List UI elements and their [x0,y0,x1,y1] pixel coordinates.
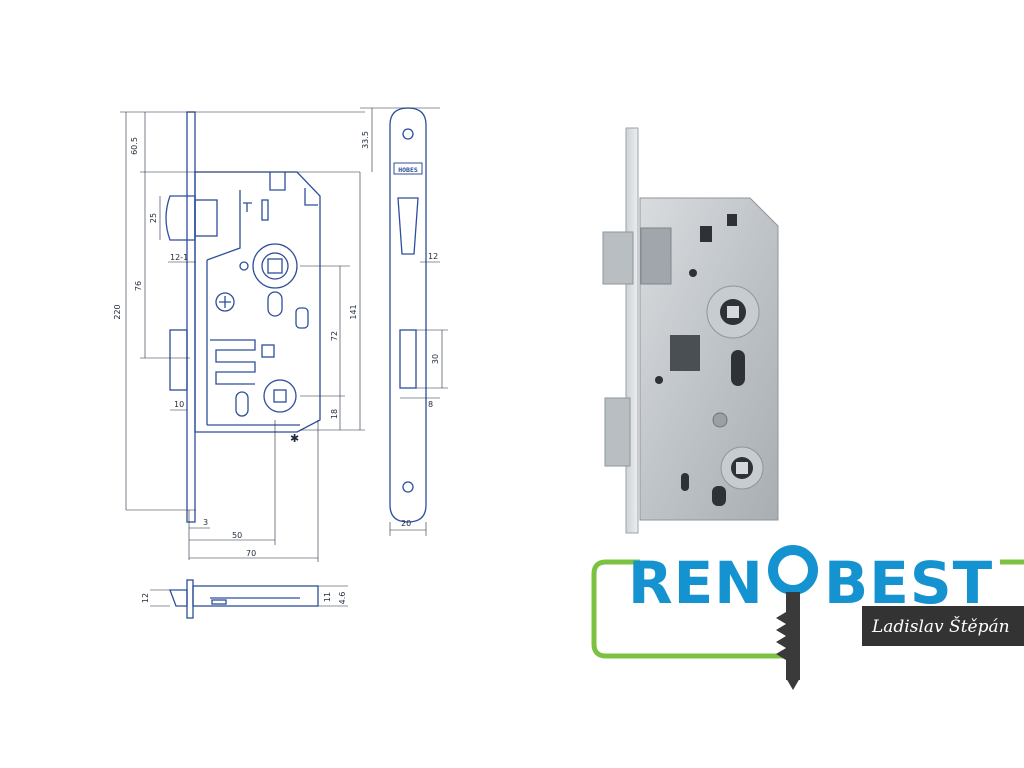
logo-brand-left: REN [628,549,764,617]
dim-20: 20 [401,519,411,528]
dim-8: 8 [428,400,433,409]
dim-10: 10 [174,400,184,409]
technical-drawing-faceplate-view: HOBES 33.5 12 30 8 20 [360,107,448,536]
logo-owner-name: Ladislav Štěpán [871,616,1010,637]
dim-25: 25 [149,213,158,223]
lock-photo [602,127,779,534]
dim-12-side: 12 [141,593,150,603]
brand-stamp: HOBES [398,166,418,174]
dim-72: 72 [330,331,339,341]
dim-60-5: 60.5 [130,137,139,155]
dim-33-5: 33.5 [361,131,370,149]
dim-11: 11 [323,592,332,602]
dim-18: 18 [330,409,339,419]
logo-brand-right: BEST [824,549,993,617]
dim-220: 220 [113,304,122,319]
logo-owner-bar [862,606,1024,646]
dim-70: 70 [246,549,256,558]
dim-12-face: 12 [428,252,438,261]
dim-30: 30 [431,354,440,364]
dim-4-6: 4.6 [338,592,347,605]
dim-141: 141 [349,304,358,319]
dim-50: 50 [232,531,242,540]
technical-drawing-front-view: 60.5 25 12-1 76 220 10 3 50 70 72 141 18… [113,111,365,562]
dim-76: 76 [134,281,143,291]
key-icon [768,545,818,690]
dim-star: ✱ [290,432,299,445]
dim-3: 3 [203,518,208,527]
dim-12-1: 12-1 [170,253,188,262]
renobest-logo: REN BEST Ladislav Štěpán [591,545,1024,690]
logo-green-frame [591,559,800,659]
technical-drawing-side-view: 12 11 4.6 [141,579,348,619]
